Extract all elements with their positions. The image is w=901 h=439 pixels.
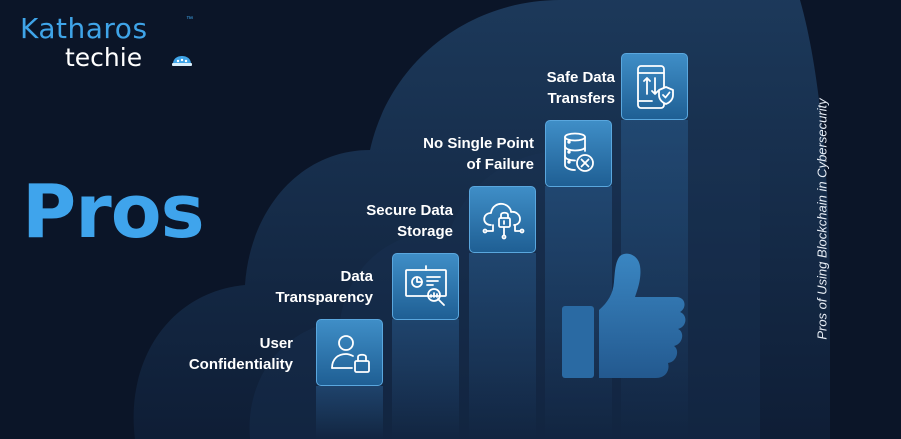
- presentation-search-icon: [405, 265, 447, 306]
- step-4-tile: [545, 120, 612, 187]
- step-5-tile: [621, 53, 688, 120]
- step-3-label: Secure Data Storage: [366, 200, 453, 242]
- brand-logo: Katharos ™ techie: [20, 12, 193, 72]
- thumbs-up-icon: [562, 253, 686, 378]
- step-3-tile: [469, 186, 536, 253]
- step-2-label-line-1: Data: [340, 268, 373, 285]
- brand-subname: techie: [65, 43, 143, 72]
- side-caption: Pros of Using Blockchain in Cybersecurit…: [814, 98, 830, 340]
- database-cross-icon: [564, 132, 594, 172]
- step-2-label-line-2: Transparency: [275, 289, 373, 306]
- step-2-column: [392, 319, 459, 439]
- brand-name: Katharos: [20, 12, 148, 45]
- step-4-label-line-2: of Failure: [466, 156, 534, 173]
- cloud-lock-icon: [482, 202, 525, 240]
- step-3-column: [469, 253, 536, 439]
- step-1-label: User Confidentiality: [189, 333, 293, 375]
- step-3-label-line-2: Storage: [397, 223, 453, 240]
- step-5-label-line-1: Safe Data: [546, 69, 615, 86]
- step-1-label-line-2: Confidentiality: [188, 356, 293, 373]
- step-3-label-line-1: Secure Data: [366, 202, 453, 219]
- step-2-tile: [392, 253, 459, 320]
- step-5-label-line-2: Transfers: [547, 90, 615, 107]
- step-1-column: [316, 386, 383, 439]
- step-5-label: Safe Data Transfers: [547, 67, 615, 109]
- pros-heading: Pros: [22, 169, 205, 255]
- trademark-symbol: ™: [186, 16, 193, 23]
- step-4-label-line-1: No Single Point: [423, 135, 534, 152]
- step-1-label-line-1: User: [259, 335, 293, 352]
- graduation-cap-icon: [172, 56, 192, 66]
- step-1-tile: [316, 319, 383, 386]
- step-4-label: No Single Point of Failure: [423, 133, 534, 175]
- step-2-label: Data Transparency: [275, 266, 373, 308]
- phone-shield-icon: [637, 65, 674, 109]
- user-lock-icon: [331, 335, 370, 373]
